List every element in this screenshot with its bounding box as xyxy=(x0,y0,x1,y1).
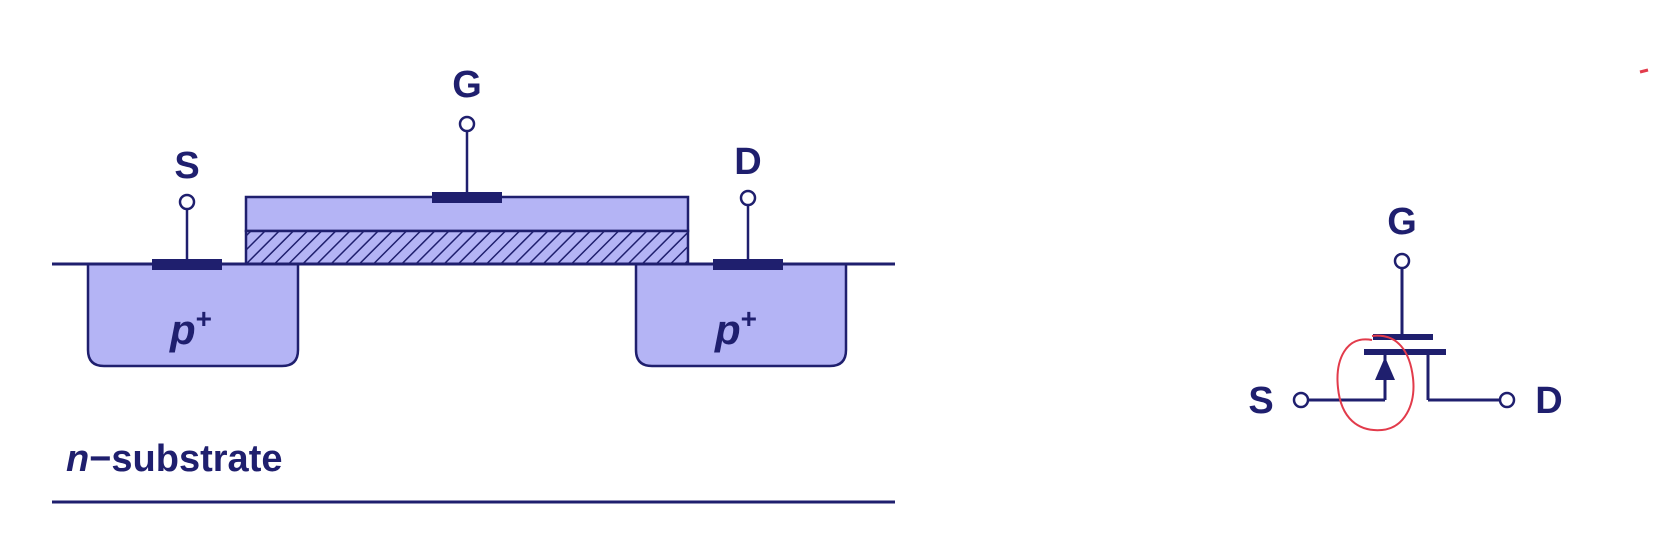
well-right-label: p+ xyxy=(714,303,757,353)
drain-terminal-node xyxy=(739,189,757,207)
substrate-dash: − xyxy=(89,438,111,480)
gate-terminal-node xyxy=(458,115,476,133)
symbol-arrow xyxy=(1375,357,1395,380)
substrate-prefix: n xyxy=(66,438,89,480)
pmos-symbol: G S D xyxy=(1248,201,1562,422)
substrate-label: n−substrate xyxy=(66,438,282,480)
symbol-source-node xyxy=(1292,391,1310,409)
symbol-drain-label: D xyxy=(1535,380,1562,422)
annotation-circle xyxy=(1336,334,1415,432)
well-right-base: p xyxy=(714,306,741,353)
drain-label: D xyxy=(734,141,761,183)
substrate-word: substrate xyxy=(111,438,282,480)
well-left-base: p xyxy=(169,306,196,353)
symbol-drain-node xyxy=(1498,391,1516,409)
hand-annotations xyxy=(1336,68,1649,432)
well-left-sup: + xyxy=(196,303,212,334)
source-label: S xyxy=(174,145,199,187)
symbol-gate-node xyxy=(1393,252,1411,270)
source-contact xyxy=(152,259,222,270)
p-plus-well-right xyxy=(634,262,848,368)
symbol-gate-label: G xyxy=(1387,201,1417,243)
annotation-tick xyxy=(1639,68,1649,74)
well-right-sup: + xyxy=(741,303,757,334)
well-left-label: p+ xyxy=(169,303,212,353)
source-terminal-node xyxy=(178,193,196,211)
gate-contact xyxy=(432,192,502,203)
cross-section: S G D p+ p+ n−substrate xyxy=(52,64,895,504)
gate-label: G xyxy=(452,64,482,106)
symbol-source-label: S xyxy=(1248,380,1273,422)
gate-oxide xyxy=(244,229,690,266)
p-plus-well-left xyxy=(86,262,300,368)
drain-contact xyxy=(713,259,783,270)
